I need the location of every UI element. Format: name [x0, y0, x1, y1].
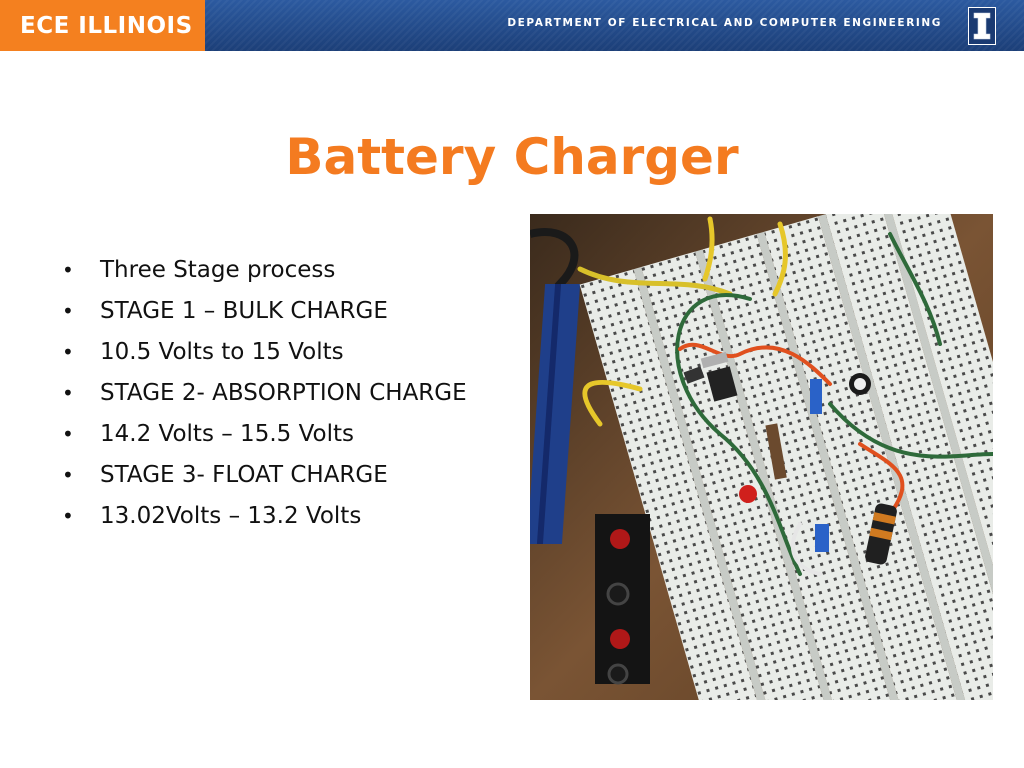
blue-connector — [530, 284, 581, 544]
bullet-text: STAGE 1 – BULK CHARGE — [100, 298, 388, 324]
bullet-text: STAGE 3- FLOAT CHARGE — [100, 462, 388, 488]
bullet-item: • 14.2 Volts – 15.5 Volts — [58, 416, 467, 457]
bullet-dot: • — [62, 422, 74, 446]
bullet-item: • STAGE 1 – BULK CHARGE — [58, 293, 467, 334]
binding-posts — [595, 514, 650, 685]
bullet-dot: • — [62, 258, 74, 282]
slide-title: Battery Charger — [285, 128, 739, 186]
bullet-item: • STAGE 3- FLOAT CHARGE — [58, 457, 467, 498]
bullet-dot: • — [62, 504, 74, 528]
bullet-dot: • — [62, 340, 74, 364]
bullet-item: • STAGE 2- ABSORPTION CHARGE — [58, 375, 467, 416]
breadboard-illustration — [530, 214, 993, 700]
bullet-text: Three Stage process — [100, 257, 336, 283]
bullet-text: STAGE 2- ABSORPTION CHARGE — [100, 380, 467, 406]
bullet-list: • Three Stage process • STAGE 1 – BULK CHA… — [58, 252, 467, 539]
bullet-item: • 13.02Volts – 13.2 Volts — [58, 498, 467, 539]
bullet-item: • 10.5 Volts to 15 Volts — [58, 334, 467, 375]
bullet-dot: • — [62, 299, 74, 323]
brand-box: ECE ILLINOIS — [0, 0, 205, 51]
brand-logo-text: ECE ILLINOIS — [20, 12, 193, 39]
breadboard-photo — [530, 214, 993, 700]
bullet-text: 14.2 Volts – 15.5 Volts — [100, 421, 354, 447]
bullet-dot: • — [62, 463, 74, 487]
components — [683, 351, 897, 565]
department-name: DEPARTMENT OF ELECTRICAL AND COMPUTER EN… — [507, 17, 942, 29]
bullet-dot: • — [62, 381, 74, 405]
illinois-block-i-icon — [968, 7, 996, 45]
bullet-text: 13.02Volts – 13.2 Volts — [100, 503, 362, 529]
header-bar: ECE ILLINOIS DEPARTMENT OF ELECTRICAL AN… — [0, 0, 1024, 51]
wires — [577, 216, 993, 576]
bullet-item: • Three Stage process — [58, 252, 467, 293]
bullet-text: 10.5 Volts to 15 Volts — [100, 339, 344, 365]
